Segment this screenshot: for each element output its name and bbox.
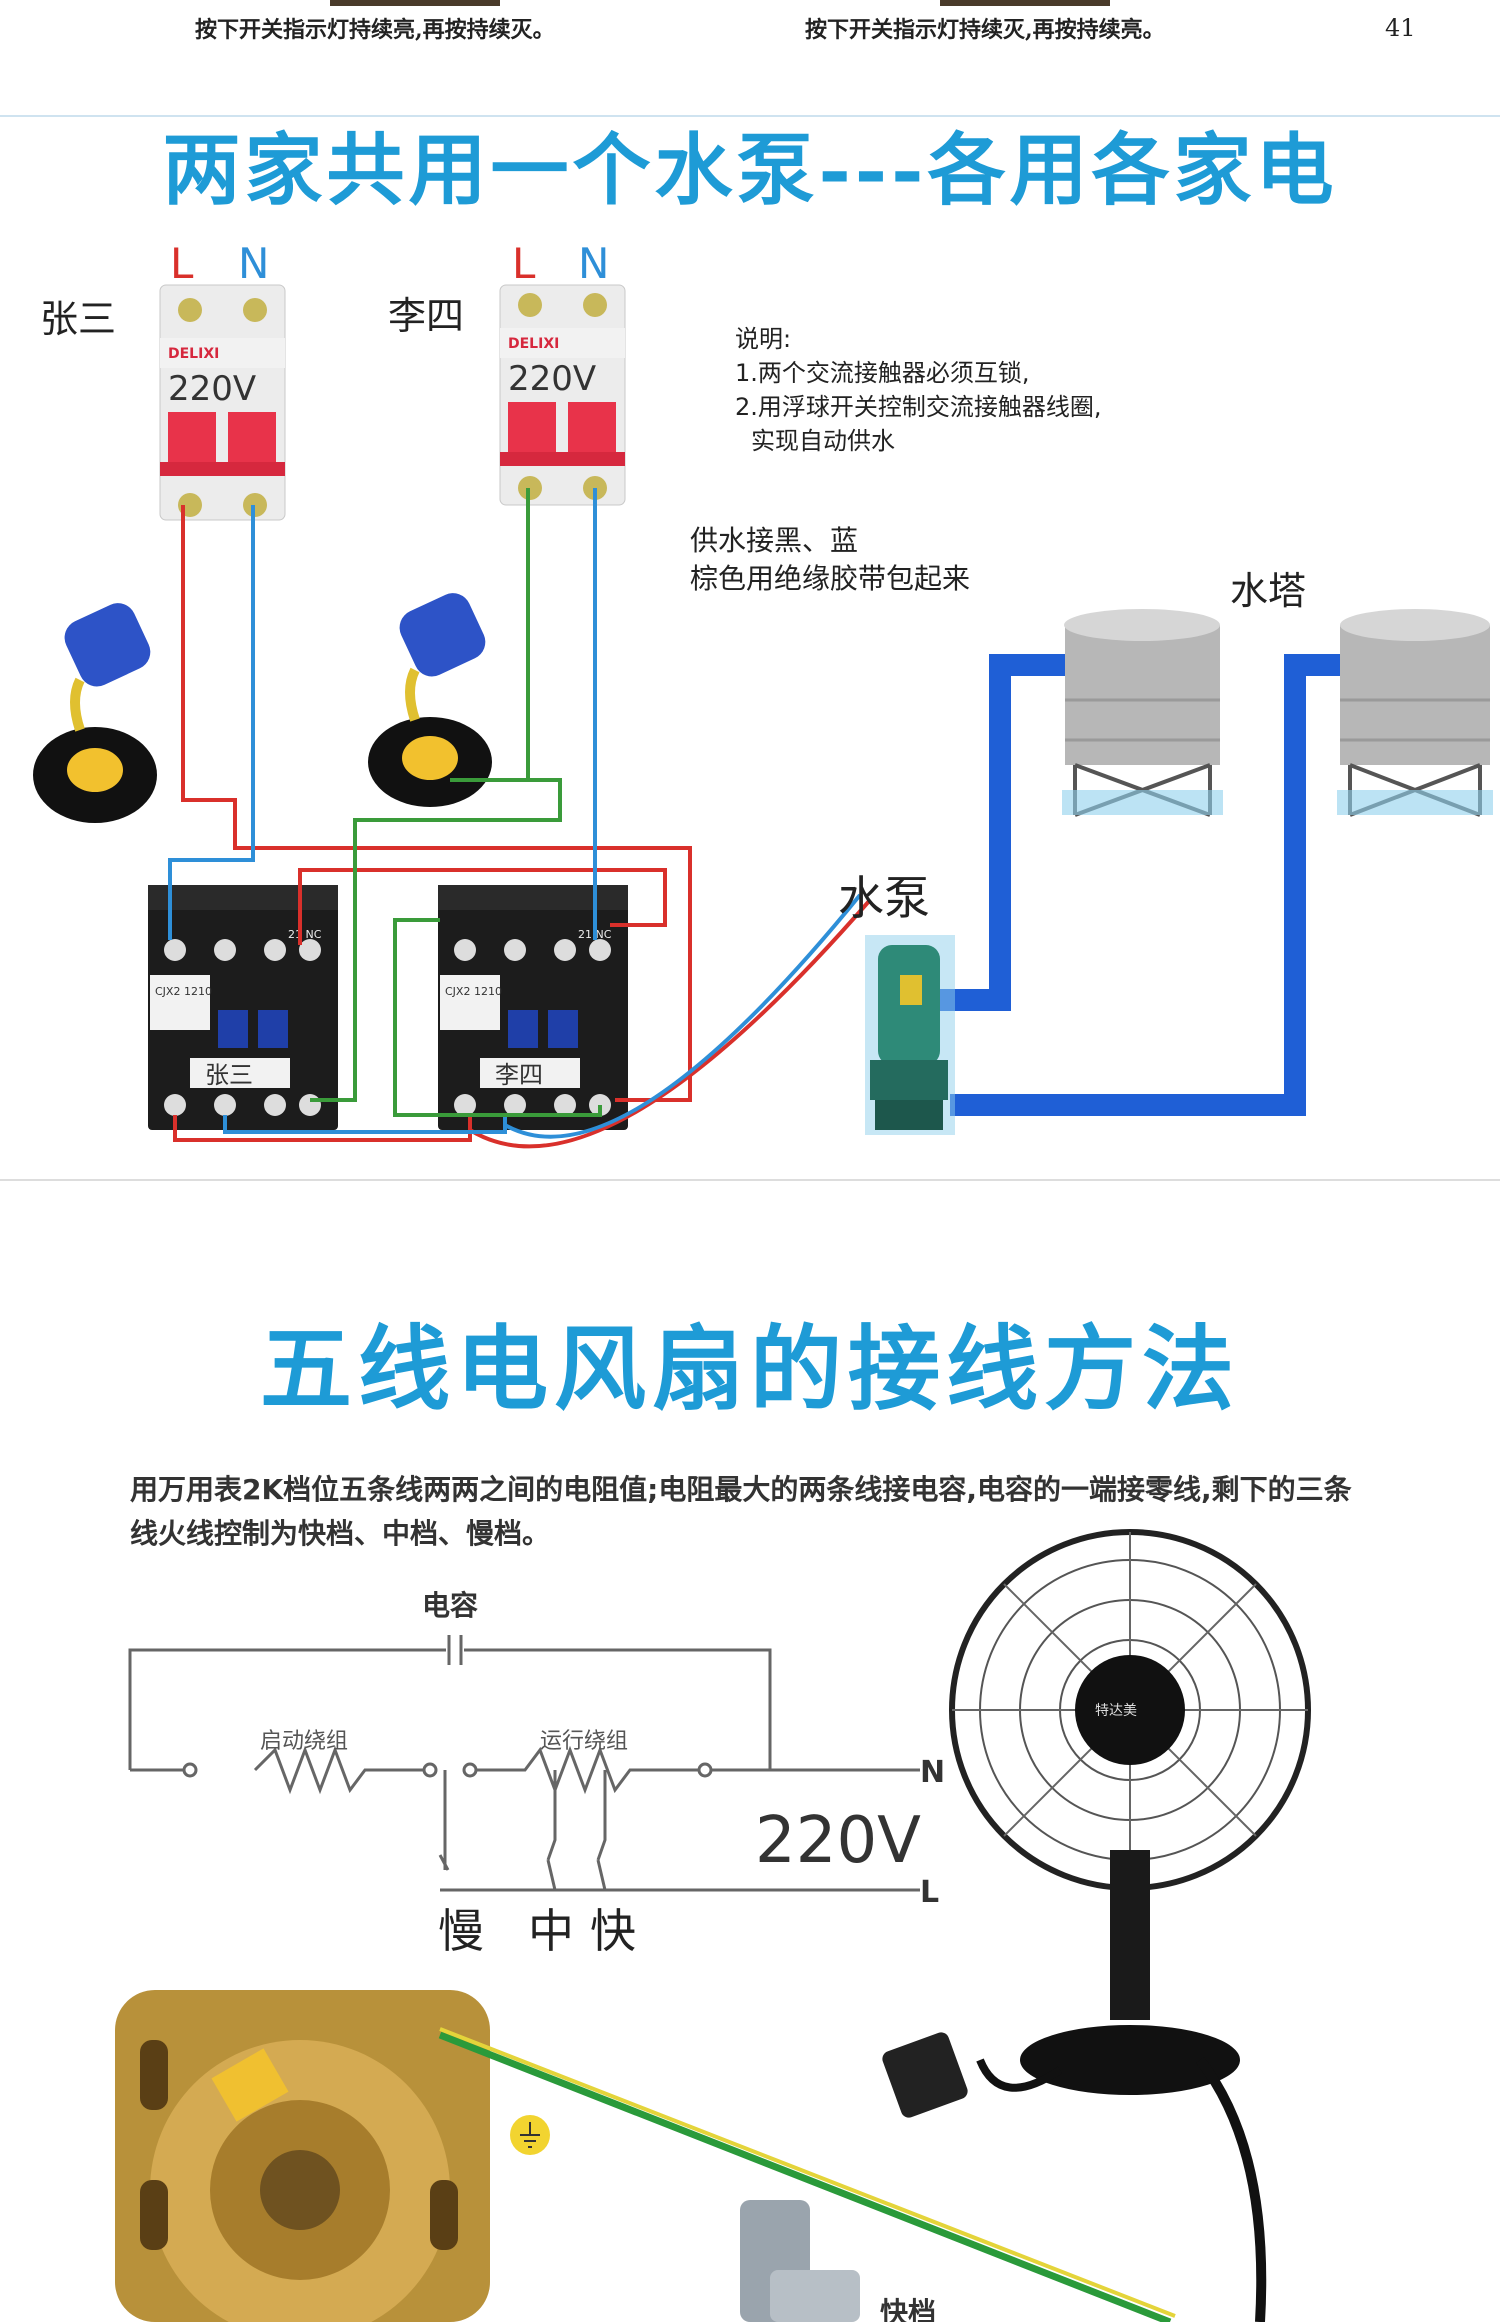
breaker-b-brand: DELIXI bbox=[508, 336, 559, 352]
contactor-a-tag: 张三 bbox=[205, 1061, 253, 1089]
note-1: 1.两个交流接触器必须互锁, bbox=[735, 359, 1030, 387]
breaker-a-brand: DELIXI bbox=[168, 346, 219, 362]
household-a-label: 张三 bbox=[40, 297, 117, 341]
contactor-a-model: CJX2 1210 bbox=[155, 985, 212, 998]
breaker-a-live-label: L bbox=[170, 239, 194, 288]
neutral-label: N bbox=[920, 1755, 945, 1790]
water-tower-left bbox=[1062, 609, 1223, 817]
capacitor-label: 电容 bbox=[422, 1589, 478, 1622]
household-b-label: 李四 bbox=[388, 294, 465, 338]
live-wires bbox=[173, 505, 872, 1149]
stand-fan: 特达美 bbox=[882, 1529, 1311, 2322]
contactor-b-tag: 李四 bbox=[495, 1061, 543, 1089]
water-tower-right bbox=[1337, 609, 1493, 817]
live-label: L bbox=[920, 1875, 939, 1910]
caption-left: 按下开关指示灯持续亮,再按持续灭。 bbox=[195, 17, 555, 43]
breaker-b-voltage: 220V bbox=[508, 359, 596, 399]
fan-brand: 特达美 bbox=[1095, 1703, 1137, 1719]
breaker-a-neutral-label: N bbox=[238, 239, 269, 288]
start-winding-label: 启动绕组 bbox=[260, 1729, 348, 1754]
voltage-label: 220V bbox=[755, 1804, 921, 1878]
ground-wire-yellow bbox=[439, 2027, 1176, 2318]
neutral-wires bbox=[168, 488, 862, 1139]
breaker-b: DELIXI 220V bbox=[499, 284, 626, 506]
breaker-b-live-label: L bbox=[512, 239, 536, 288]
run-winding-label: 运行绕组 bbox=[540, 1729, 628, 1754]
speed-fast-label: 快 bbox=[590, 1904, 636, 1958]
note-2b: 实现自动供水 bbox=[751, 427, 895, 455]
pump-section-title: 两家共用一个水泵---各用各家电 bbox=[162, 125, 1338, 216]
pump-label: 水泵 bbox=[838, 871, 930, 925]
supply-note: 供水接黑、蓝 棕色用绝缘胶带包起来 bbox=[690, 522, 970, 598]
prev-image-fragment-left bbox=[330, 0, 500, 6]
capacitor-symbol bbox=[447, 1635, 463, 1665]
fan-motor bbox=[115, 1990, 490, 2322]
breaker-a-voltage: 220V bbox=[168, 369, 256, 409]
fan-schematic-terminals bbox=[182, 1762, 713, 1778]
speed-switch bbox=[740, 2200, 860, 2322]
supply-line-2: 棕色用绝缘胶带包起来 bbox=[690, 562, 971, 595]
breaker-a: DELIXI 220V bbox=[159, 284, 286, 521]
ground-icon-symbol bbox=[520, 2122, 540, 2148]
fan-description: 用万用表2K档位五条线两两之间的电阻值;电阻最大的两条线接电容,电容的一端接零线… bbox=[130, 1473, 1352, 1550]
contactor-a-nc: 21 NC bbox=[288, 928, 322, 941]
water-pump bbox=[865, 935, 955, 1135]
fan-section-title: 五线电风扇的接线方法 bbox=[259, 1315, 1240, 1423]
control-wires bbox=[310, 488, 602, 1117]
speed-mid-label: 中 bbox=[528, 1904, 574, 1958]
prev-image-fragment-right bbox=[940, 0, 1110, 6]
notes-block: 说明: 1.两个交流接触器必须互锁, 2.用浮球开关控制交流接触器线圈, 实现自… bbox=[735, 322, 1102, 458]
breaker-b-neutral-label: N bbox=[578, 239, 609, 288]
contactor-a: CJX2 1210 21 NC 张三 bbox=[148, 885, 338, 1130]
page-number: 41 bbox=[1385, 14, 1416, 42]
water-tower-label: 水塔 bbox=[1230, 569, 1307, 613]
caption-right: 按下开关指示灯持续灭,再按持续亮。 bbox=[805, 17, 1165, 43]
float-switch-a bbox=[33, 603, 157, 823]
float-switch-b bbox=[368, 593, 492, 807]
note-2: 2.用浮球开关控制交流接触器线圈, bbox=[735, 393, 1102, 421]
contactor-b: CJX2 1210 21 NC 李四 bbox=[438, 885, 628, 1130]
contactor-b-model: CJX2 1210 bbox=[445, 985, 502, 998]
speed-slow-label: 慢 bbox=[438, 1904, 484, 1958]
switch-label: 快档 bbox=[880, 2296, 936, 2322]
supply-line-1: 供水接黑、蓝 bbox=[690, 524, 859, 557]
ground-wire-green bbox=[438, 2031, 1172, 2322]
notes-title: 说明: bbox=[735, 325, 792, 353]
